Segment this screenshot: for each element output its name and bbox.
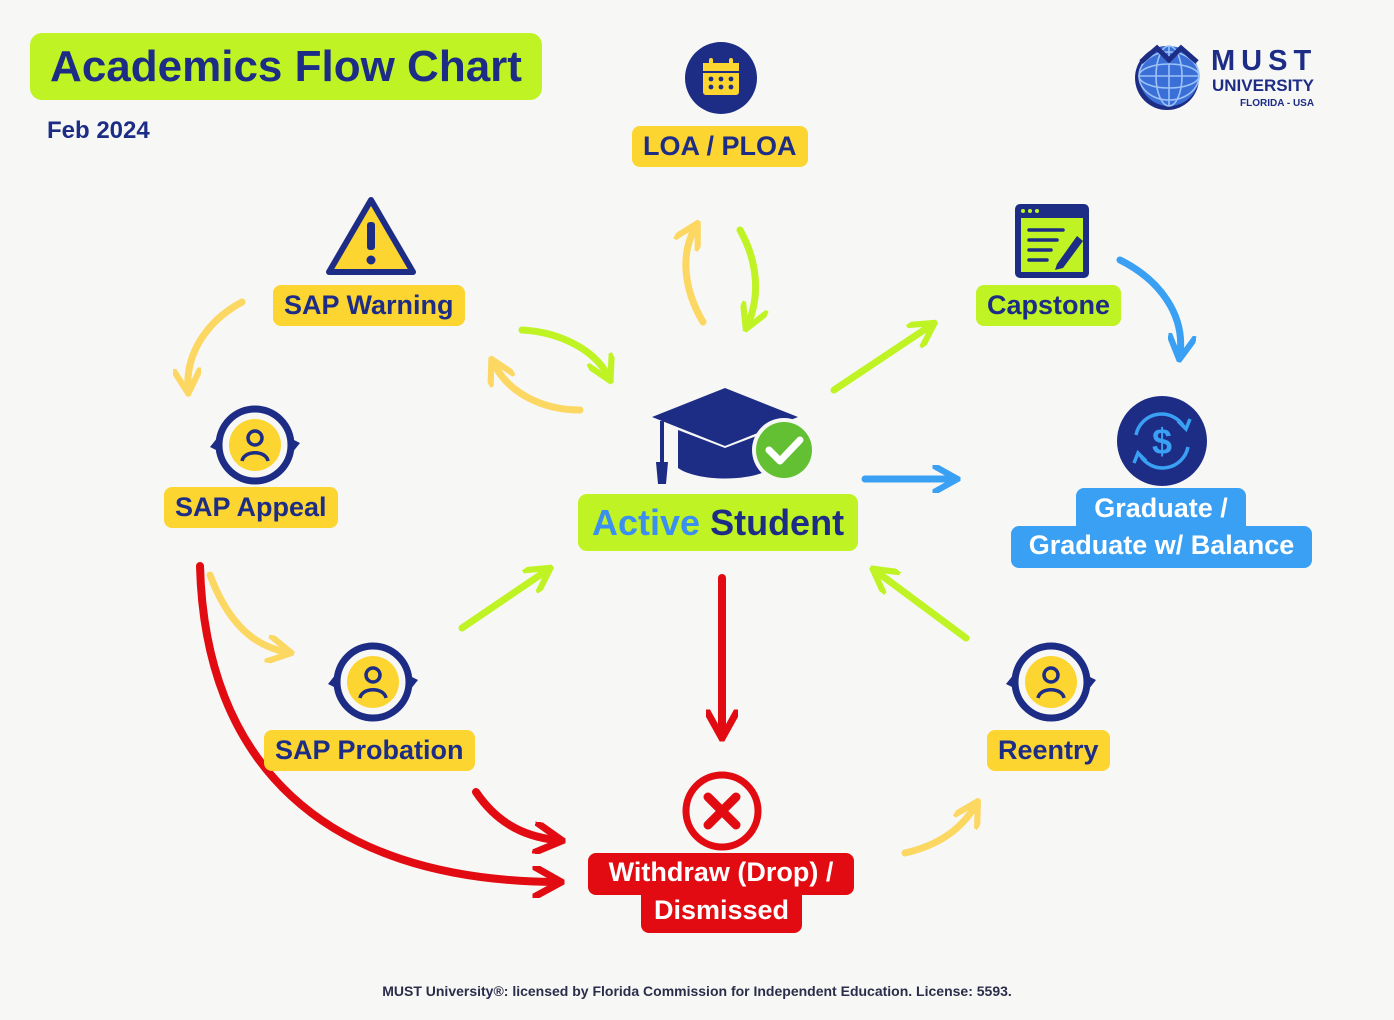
arrow-loa-to-active [736,226,756,324]
arrow-appeal-to-withdraw [196,562,555,882]
arrow-reentry-to-active [877,572,970,642]
node-loa: LOA / PLOA [632,126,808,168]
page-title: Academics Flow Chart [30,33,542,100]
graduate-label-bottom-bg [1011,526,1312,568]
node-capstone: Capstone [976,285,1122,327]
person-cycle-icon [1006,642,1096,722]
node-withdraw-line2: Dismissed [653,895,790,925]
date-label: Feb 2024 [47,117,150,144]
withdraw-label-bottom-bg [641,888,802,933]
node-sap-warning: SAP Warning [273,285,465,327]
logo-location: FLORIDA - USA [1240,98,1315,109]
arrow-withdraw-to-reentry [901,806,975,857]
node-graduate-line2: Graduate w/ Balance [1028,530,1295,560]
arrow-warning-to-appeal [188,298,246,388]
footer-license: MUST University®: licensed by Florida Co… [382,983,1012,999]
calendar-icon [685,42,757,114]
arrow-active-to-warning [494,364,584,414]
student-word: Student [710,502,845,543]
arrow-probation-to-withdraw [472,788,556,840]
arrow-appeal-to-probation [206,571,286,652]
dollar-cycle-icon: $ [1117,396,1207,486]
node-withdraw-line1: Withdraw (Drop) / [608,857,834,887]
logo-name: MUST [1211,45,1318,77]
person-cycle-icon [328,642,418,722]
x-circle-icon [682,771,762,851]
arrow-warning-to-active [518,326,608,376]
active-word: Active [592,502,701,543]
graduation-cap-check-icon [652,388,816,484]
logo-subtitle: UNIVERSITY [1212,76,1315,95]
node-reentry: Reentry [987,730,1110,772]
person-cycle-icon [210,405,300,485]
arrow-capstone-to-graduate [1116,256,1181,354]
arrow-active-to-capstone [830,326,930,394]
arrow-active-to-loa [686,228,707,326]
arrow-probation-to-active [458,571,546,632]
globe-logo-icon [1135,44,1200,110]
node-active-student: Active Student [578,494,859,552]
node-sap-probation: SAP Probation [264,730,475,772]
node-sap-appeal: SAP Appeal [164,487,338,529]
warning-triangle-icon [326,197,416,275]
svg-text:$: $ [1152,421,1172,462]
document-edit-icon [1015,204,1089,278]
node-graduate-line1: Graduate / [1094,493,1228,523]
